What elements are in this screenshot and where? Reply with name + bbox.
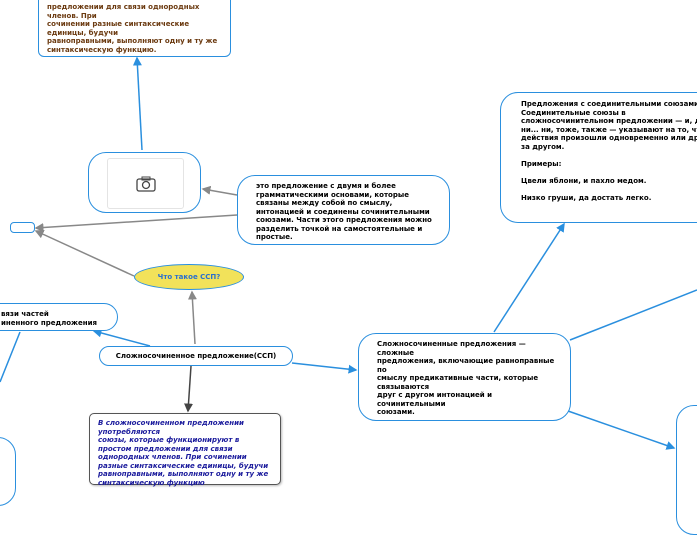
connections — [0, 56, 697, 450]
node-bottom-right[interactable] — [676, 405, 697, 535]
image-placeholder — [107, 158, 184, 209]
node-top-left[interactable]: предложении для связи однородных членов.… — [38, 0, 231, 57]
node-left-bottom[interactable] — [0, 437, 16, 506]
node-empty[interactable] — [10, 222, 35, 233]
node-definition[interactable]: это предложение с двумя и более граммати… — [237, 175, 450, 245]
node-bottom[interactable]: В сложносочиненном предложении употребля… — [89, 413, 281, 487]
camera-icon — [136, 176, 156, 192]
node-image[interactable] — [88, 152, 201, 213]
node-question[interactable]: Что такое ССП? — [134, 264, 244, 290]
node-top-right[interactable]: Предложения с соединительными союзами Со… — [500, 92, 697, 223]
node-main[interactable]: Сложносочиненное предложение(ССП) — [99, 346, 293, 366]
node-left-partial[interactable]: вязи частей иненного предложения — [0, 303, 118, 331]
node-right[interactable]: Сложносочиненные предложения — сложные п… — [358, 333, 571, 421]
